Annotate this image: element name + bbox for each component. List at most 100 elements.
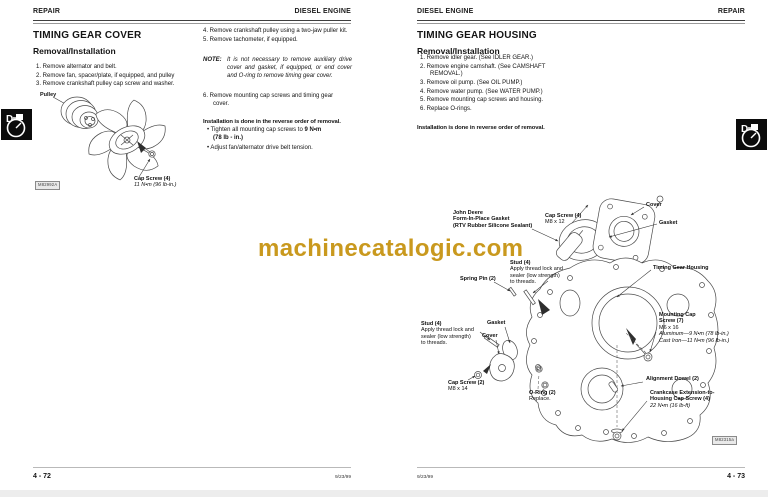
- steps-4-5: 4. Remove crankshaft pulley using a two-…: [203, 28, 355, 45]
- callout-line: M6 x 16: [659, 324, 679, 331]
- callout-line: sealer (low strength): [510, 272, 560, 279]
- scan-edge: [0, 490, 768, 497]
- o-ring-callout: O-Ring (2) Replace.: [529, 390, 556, 403]
- installation-heading: Installation is done in reverse order of…: [417, 125, 545, 131]
- page-number: 4 - 72: [33, 473, 51, 480]
- spring-pin-callout: Spring Pin (2): [460, 276, 496, 282]
- gasket-top-callout: Gasket: [659, 220, 678, 226]
- section-title: TIMING GEAR COVER: [33, 30, 142, 41]
- cover-mid-callout: Cover: [482, 333, 498, 339]
- alignment-dowel-callout: Alignment Dowel (2): [646, 376, 699, 382]
- callout-line: Apply thread lock and: [510, 266, 563, 273]
- timing-gear-housing-callout: Timing Gear Housing: [653, 265, 709, 271]
- right-page: DIESEL ENGINE REPAIR TIMING GEAR HOUSING…: [384, 0, 768, 497]
- bullet-item: • Tighten all mounting cap screws to 9 N…: [207, 127, 357, 143]
- callout-line: O-Ring (2): [529, 390, 556, 396]
- cap-screw-label: Cap Screw (4): [134, 176, 171, 182]
- step-item: 5. Remove tachometer, if equipped.: [203, 36, 298, 43]
- cover-top-callout: Cover: [646, 202, 662, 208]
- steps-1-6: 1. Remove idler gear. (See IDLER GEAR.) …: [420, 55, 565, 115]
- running-head-right: DIESEL ENGINE: [294, 8, 351, 15]
- left-page-header: REPAIR DIESEL ENGINE: [33, 8, 351, 15]
- footer-rule: [33, 467, 351, 468]
- stud-top-callout: Stud (4) Apply thread lock and sealer (l…: [510, 260, 572, 286]
- callout-line: Aluminum—9 N•m (78 lb-in.): [659, 331, 729, 338]
- callout-line: M8 x 12: [545, 219, 565, 226]
- header-rule: [417, 20, 745, 24]
- callout-line: Crankcase Extension-to-: [650, 390, 715, 396]
- installation-bullets: • Tighten all mounting cap screws to 9 N…: [207, 127, 357, 154]
- step-item: 4. Remove crankshaft pulley using a two-…: [203, 28, 348, 34]
- step-item: 3. Remove oil pump. (See OIL PUMP.): [420, 79, 523, 86]
- page-number: 4 - 73: [727, 473, 745, 480]
- gasket-mid-callout: Gasket: [487, 320, 506, 326]
- callout-line: Cap Screw (2): [448, 380, 485, 386]
- revision-date: 9/23/99: [334, 475, 351, 480]
- icon-letter: D: [6, 114, 13, 125]
- left-page: REPAIR DIESEL ENGINE TIMING GEAR COVER R…: [33, 8, 357, 480]
- section-subtitle: Removal/Installation: [33, 46, 116, 56]
- callout-line: Cap Screw (4): [545, 213, 582, 219]
- step-item: 1. Remove alternator and belt.: [36, 64, 117, 70]
- callout-line: Housing Cap Screw (4): [650, 396, 710, 403]
- figure-code: M82992A: [35, 181, 61, 190]
- section-subtitle: Removal/Installation: [417, 46, 500, 56]
- callout-line: Stud (4): [510, 260, 531, 266]
- cap-screw-callout: Cap Screw (4) 11 N•m (96 lb-in.): [134, 176, 176, 189]
- running-head-right: REPAIR: [717, 8, 745, 15]
- fan-pulley-drawing: [52, 96, 166, 181]
- bullet-item: • Adjust fan/alternator drive belt tensi…: [207, 144, 313, 151]
- callout-line: sealer (low strength): [421, 333, 471, 340]
- steps-1-3: 1. Remove alternator and belt. 2. Remove…: [36, 64, 208, 90]
- cap-screw-torque: 11 N•m (96 lb-in.): [134, 182, 177, 189]
- cap-screw-2-callout: Cap Screw (2) M8 x 14: [448, 380, 484, 393]
- revision-date: 9/23/99: [417, 475, 434, 480]
- timing-gear-housing-drawing: [467, 195, 719, 443]
- torque-value: 9 N•m: [304, 127, 322, 133]
- callout-line: Screw (7): [659, 318, 684, 325]
- figure-code: M82315a: [712, 436, 737, 445]
- watermark: machinecatalogic.com: [258, 235, 524, 262]
- torque-value-2: (78 lb - in.): [213, 134, 243, 141]
- pulley-label: Pulley: [40, 92, 57, 98]
- icon-letter: D: [741, 124, 748, 135]
- step-item: 4. Remove water pump. (See WATER PUMP.): [420, 88, 543, 95]
- installation-heading: Installation is done in the reverse orde…: [203, 119, 341, 125]
- step-item: 1. Remove idler gear. (See IDLER GEAR.): [420, 55, 534, 61]
- form-in-place-gasket-callout: John Deere Form-In-Place Gasket (RTV Rub…: [453, 210, 532, 229]
- note-label: NOTE:: [203, 57, 222, 63]
- callout-line: Form-In-Place Gasket: [453, 216, 510, 223]
- stopwatch-icon: D: [1, 109, 32, 140]
- step-item: 5. Remove mounting cap screws and housin…: [420, 97, 544, 104]
- right-page-header: DIESEL ENGINE REPAIR: [417, 8, 745, 15]
- fan-blades: [88, 99, 166, 181]
- note-text: It is not necessary to remove auxiliary …: [227, 57, 352, 79]
- footer-rule: [417, 467, 745, 468]
- cap-screw-4-callout: Cap Screw (4) M8 x 12: [545, 213, 581, 226]
- callout-line: 22 N•m (16 lb-ft): [650, 402, 691, 409]
- step-item: 6. Remove mounting cap screws and timing…: [203, 93, 334, 107]
- stud-left-callout: Stud (4) Apply thread lock and sealer (l…: [421, 321, 483, 347]
- callout-line: to threads.: [510, 279, 536, 286]
- running-head-left: DIESEL ENGINE: [417, 8, 474, 15]
- step-item: 3. Remove crankshaft pulley cap screw an…: [36, 81, 175, 88]
- callout-line: (RTV Rubber Silicone Sealant): [453, 222, 533, 229]
- callout-line: John Deere: [453, 210, 483, 216]
- bullet-text: • Tighten all mounting cap screws to: [207, 127, 305, 133]
- crankcase-screw-callout: Crankcase Extension-to- Housing Cap Scre…: [650, 390, 762, 409]
- bolt-holes: [531, 264, 714, 439]
- callout-line: Apply thread lock and: [421, 327, 474, 334]
- header-rule: [33, 20, 351, 24]
- section-title: TIMING GEAR HOUSING: [417, 30, 537, 41]
- stopwatch-icon: D: [736, 119, 767, 150]
- callout-line: Mounting Cap: [659, 312, 696, 318]
- callout-line: Stud (4): [421, 321, 442, 327]
- callout-line: to threads.: [421, 340, 447, 347]
- step-6-wrap: 6. Remove mounting cap screws and timing…: [203, 93, 345, 109]
- step-item: 2. Remove fan, spacer/plate, if equipped…: [36, 72, 175, 79]
- callout-line: Replace.: [529, 396, 551, 403]
- step-item: 2. Remove engine camshaft. (See CAMSHAFT…: [420, 63, 546, 78]
- callout-line: M8 x 14: [448, 386, 468, 393]
- step-item: 6. Replace O-rings.: [420, 105, 472, 112]
